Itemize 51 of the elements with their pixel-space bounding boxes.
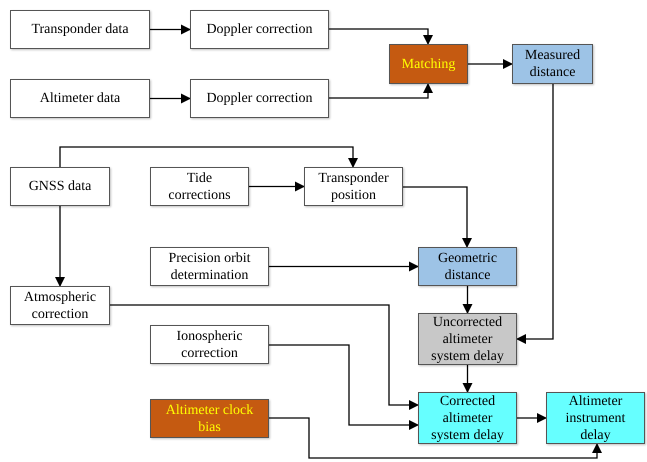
box-label: Doppler correction: [206, 90, 313, 107]
box-label: GNSS data: [28, 178, 92, 195]
box-label: Uncorrected altimeter system delay: [430, 314, 505, 364]
process-box: [10, 10, 150, 49]
process-box: [190, 79, 329, 118]
arrow: [269, 417, 602, 459]
box-label: Precision orbit determination: [167, 250, 252, 284]
box-label: Geometric distance: [436, 250, 498, 284]
arrow: [110, 304, 419, 410]
arrow: [249, 182, 305, 192]
arrow: [462, 365, 472, 393]
arrow: [150, 24, 191, 34]
process-box: [389, 44, 468, 84]
box-label: Corrected altimeter system delay: [430, 392, 505, 444]
process-box: [150, 325, 269, 364]
process-box: [10, 167, 110, 206]
arrow: [150, 94, 191, 104]
arrow: [516, 84, 554, 344]
process-box: [512, 44, 593, 84]
arrow: [468, 59, 513, 69]
arrow: [403, 186, 472, 248]
box-label: Ionospheric correction: [175, 328, 244, 362]
box-label: Altimeter instrument delay: [564, 392, 626, 444]
arrow: [269, 262, 419, 272]
process-box: [150, 399, 269, 438]
process-box: [546, 392, 645, 444]
box-label: Matching: [402, 56, 456, 72]
box-label: Altimeter clock bias: [164, 402, 254, 436]
arrow: [59, 146, 358, 168]
arrow: [517, 413, 547, 423]
box-label: Tide corrections: [167, 170, 232, 204]
box-label: Doppler correction: [206, 21, 313, 38]
process-box: [10, 286, 110, 325]
process-box: [304, 167, 403, 206]
box-label: Atmospheric correction: [22, 288, 98, 322]
box-label: Transponder data: [31, 21, 129, 38]
process-box: [418, 313, 517, 365]
process-box: [150, 247, 269, 286]
arrow: [329, 83, 433, 99]
box-label: Transponder position: [317, 170, 390, 204]
process-box: [418, 392, 517, 444]
box-label: Altimeter data: [40, 90, 120, 107]
arrow: [55, 206, 65, 287]
arrow: [269, 344, 419, 430]
process-box: [10, 79, 150, 118]
process-box: [418, 247, 517, 286]
box-label: Measured distance: [524, 47, 582, 81]
process-box: [190, 10, 329, 49]
process-box: [150, 167, 249, 206]
arrow: [462, 286, 472, 314]
arrow: [329, 28, 433, 45]
